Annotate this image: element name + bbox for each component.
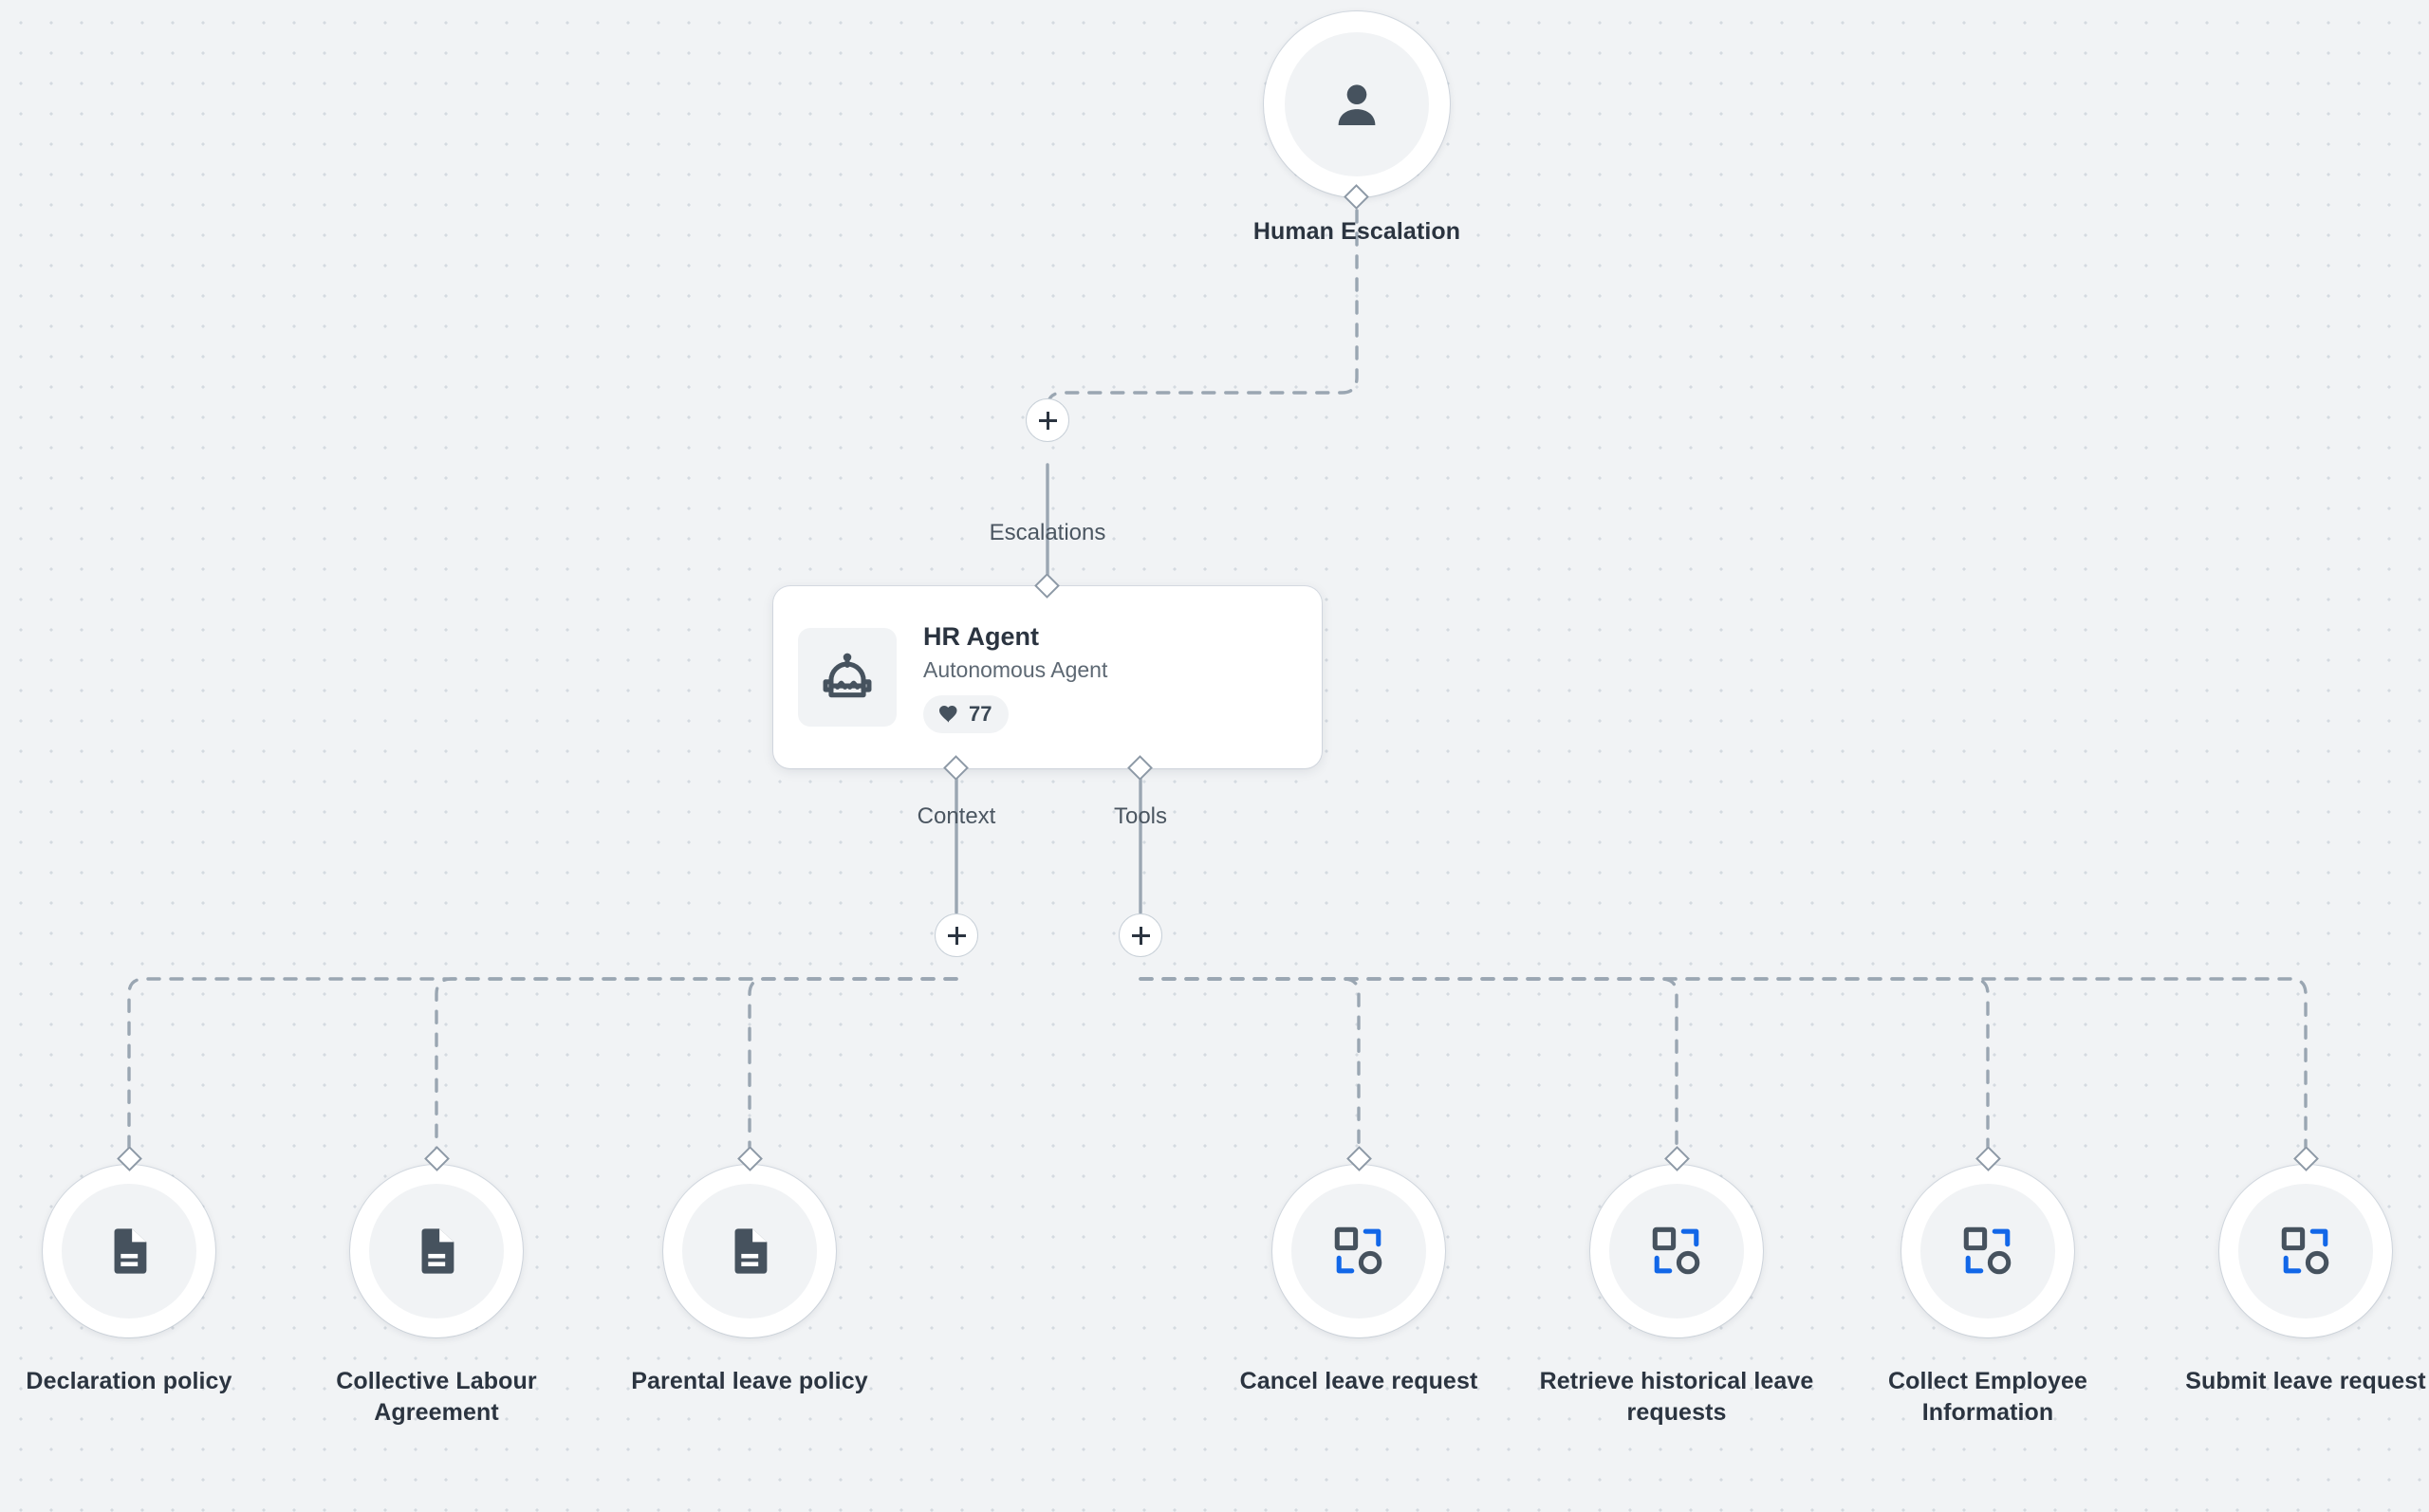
tool-icon [1652, 1226, 1700, 1275]
add-escalation-button[interactable] [1026, 398, 1069, 442]
edge-tool-1 [1139, 977, 1361, 1161]
node-inner-circle [1291, 1184, 1426, 1318]
node-collective-labour-agreement[interactable] [350, 1165, 523, 1337]
node-inner-circle [682, 1184, 817, 1318]
label-parental-leave-policy: Parental leave policy [631, 1368, 868, 1394]
node-inner-circle [2238, 1184, 2373, 1318]
edge-tool-4 [1139, 977, 2308, 1161]
label-declaration-policy: Declaration policy [26, 1368, 232, 1394]
node-parental-leave-policy[interactable] [663, 1165, 836, 1337]
agent-text-block: HR Agent Autonomous Agent 77 [923, 621, 1107, 734]
label-context: Context [917, 803, 996, 829]
node-hr-agent[interactable]: HR Agent Autonomous Agent 77 [773, 586, 1322, 768]
node-inner-circle [1609, 1184, 1744, 1318]
agent-title: HR Agent [923, 621, 1039, 651]
agent-icon-tile [798, 628, 897, 727]
agent-like-badge[interactable]: 77 [923, 695, 1010, 734]
add-tool-button[interactable] [1119, 913, 1162, 957]
node-inner-circle [1920, 1184, 2055, 1318]
label-collect-employee-information: Collect Employee Information [1888, 1368, 2087, 1426]
node-inner-circle [369, 1184, 504, 1318]
edge-context-2 [435, 977, 958, 1161]
label-collective-labour-agreement: Collective Labour Agreement [336, 1368, 537, 1426]
edge-tool-2 [1139, 977, 1678, 1161]
tool-icon [1334, 1226, 1382, 1275]
node-retrieve-historical-leave-requests[interactable] [1590, 1165, 1763, 1337]
document-icon [421, 1228, 454, 1274]
node-declaration-policy[interactable] [43, 1165, 215, 1337]
label-submit-leave-request: Submit leave request [2185, 1368, 2426, 1394]
robot-icon [823, 653, 872, 698]
node-cancel-leave-request[interactable] [1272, 1165, 1445, 1337]
agent-subtitle: Autonomous Agent [923, 656, 1108, 682]
label-escalations: Escalations [989, 520, 1106, 545]
node-inner-circle [1285, 32, 1429, 176]
heart-icon [939, 706, 957, 724]
agent-like-count: 77 [969, 702, 992, 727]
node-human-escalation[interactable] [1264, 11, 1450, 197]
document-icon [114, 1228, 147, 1274]
node-submit-leave-request[interactable] [2219, 1165, 2392, 1337]
person-icon [1338, 84, 1376, 125]
node-inner-circle [62, 1184, 196, 1318]
label-tools: Tools [1113, 803, 1168, 829]
node-collect-employee-information[interactable] [1901, 1165, 2074, 1337]
tool-icon [2281, 1226, 2329, 1275]
label-cancel-leave-request: Cancel leave request [1239, 1368, 1478, 1394]
label-retrieve-historical-leave-requests: Retrieve historical leave requests [1539, 1368, 1814, 1426]
label-human-escalation: Human Escalation [1252, 218, 1461, 245]
add-context-button[interactable] [935, 913, 978, 957]
tool-icon [1963, 1226, 2012, 1275]
edge-context-1 [127, 977, 958, 1161]
document-icon [734, 1228, 768, 1274]
edge-tool-3 [1139, 977, 1990, 1161]
edge-context-3 [748, 977, 958, 1161]
